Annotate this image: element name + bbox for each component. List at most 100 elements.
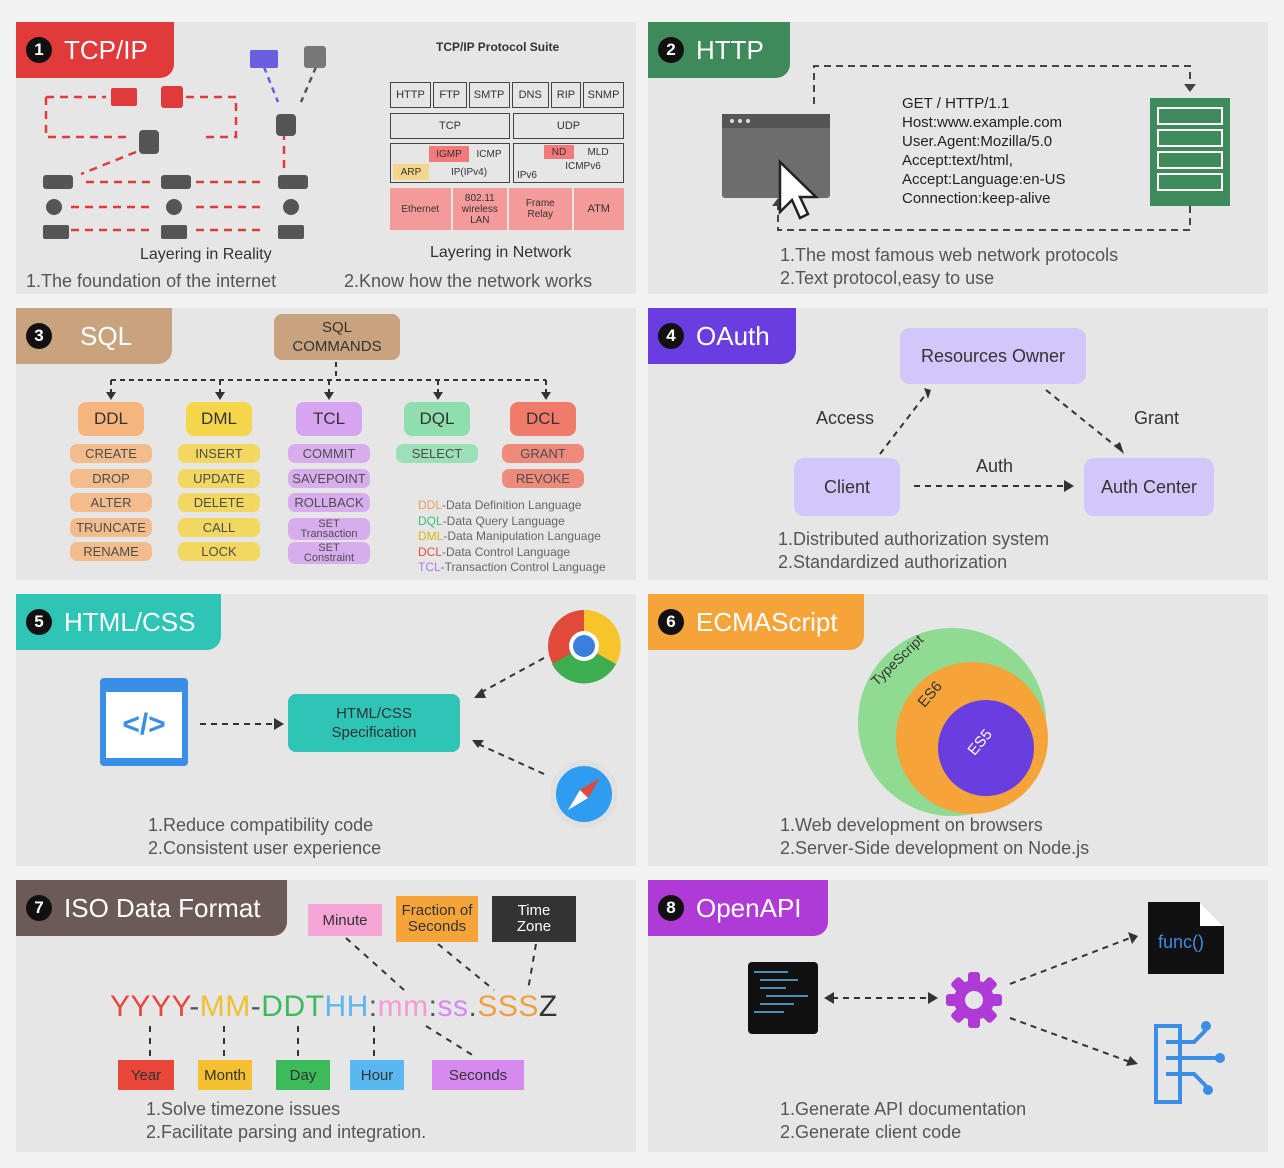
ecma-note-1: 1.Web development on browsers — [780, 815, 1043, 835]
sql-command: DELETE — [178, 493, 260, 512]
openapi-note-2: 2.Generate client code — [780, 1122, 962, 1142]
iso-title-tag: 7 ISO Data Format — [16, 880, 287, 936]
protocol-frame-relay: Frame Relay — [509, 188, 572, 230]
legend-dcl-text: -Data Control Language — [442, 544, 571, 559]
sql-group-dql: DQL — [404, 402, 470, 436]
tcpip-ipv4-group: IGMP ICMP ARP IP(IPv4) — [390, 143, 510, 183]
tcpip-reality-diagram — [43, 46, 326, 239]
protocol-ftp: FTP — [432, 82, 467, 108]
legend-dml-abbr: DML — [418, 529, 444, 544]
legend-dcl: DCL-Data Control Language — [418, 545, 606, 561]
protocol-icmpv6: ICMPv6 — [565, 160, 601, 172]
oauth-title-tag: 4 OAuth — [648, 308, 796, 364]
legend-dql-text: -Data Query Language — [442, 513, 565, 528]
panel-iso: 7 ISO Data Format Minute Fraction of Sec… — [16, 880, 636, 1152]
tcpip-suite-title: TCP/IP Protocol Suite — [436, 40, 560, 54]
tcpip-ipv6-group: ND MLD ICMPv6 IPv6 — [513, 143, 624, 183]
panel-tcpip: 1 TCP/IP — [16, 22, 636, 294]
sql-command: COMMIT — [288, 444, 370, 463]
iso-month-label: Month — [198, 1060, 252, 1090]
tcpip-number: 1 — [26, 37, 52, 63]
sql-command: INSERT — [178, 444, 260, 463]
sql-group-dcl: DCL — [510, 402, 576, 436]
panel-openapi: 8 OpenAPI — [648, 880, 1268, 1152]
sql-command: ROLLBACK — [288, 493, 370, 512]
iso-day-label: Day — [276, 1060, 330, 1090]
openapi-title: OpenAPI — [696, 892, 802, 923]
iso-format-segment: MM — [199, 990, 251, 1023]
legend-ddl-text: -Data Definition Language — [442, 498, 582, 512]
protocol-mld: MLD — [587, 146, 609, 158]
iso-format-segment: mm — [377, 990, 429, 1023]
htmlcss-number: 5 — [26, 609, 52, 635]
http-header-connection: Connection:keep-alive — [902, 190, 1051, 207]
sql-number: 3 — [26, 323, 52, 349]
iso-year-label: Year — [118, 1060, 174, 1090]
legend-tcl-text: -Transaction Control Language — [440, 560, 606, 575]
http-flow-diagram — [722, 65, 1230, 231]
sql-legend: DDL-Data Definition Language DQL-Data Qu… — [418, 498, 606, 576]
http-number: 2 — [658, 37, 684, 63]
protocol-rip: RIP — [550, 82, 582, 108]
protocol-icmp: ICMP — [476, 148, 502, 160]
protocol-atm: ATM — [573, 188, 624, 230]
legend-dql: DQL-Data Query Language — [418, 514, 606, 530]
sql-title: SQL — [80, 320, 133, 351]
http-header-accept-language: Accept:Language:en-US — [902, 171, 1066, 188]
legend-tcl: TCL-Transaction Control Language — [418, 560, 606, 576]
ecma-circles — [858, 628, 1048, 816]
tcpip-note-1: 1.The foundation of the internet — [26, 271, 277, 291]
legend-dml: DML-Data Manipulation Language — [418, 529, 606, 545]
http-header-user-agent: User.Agent:Mozilla/5.0 — [902, 133, 1053, 150]
http-title-tag: 2 HTTP — [648, 22, 790, 78]
code-editor-icon — [748, 962, 818, 1034]
oauth-grant-label: Grant — [1134, 408, 1180, 428]
legend-ddl-abbr: DDL — [418, 498, 443, 512]
iso-note-1: 1.Solve timezone issues — [146, 1099, 341, 1119]
panel-ecma: 6 ECMAScript TypeScript ES6 ES5 1.Web de… — [648, 594, 1268, 866]
sql-command: SAVEPOINT — [288, 468, 370, 488]
sql-title-tag: 3 SQL — [16, 308, 173, 364]
http-request-line: GET / HTTP/1.1 — [902, 95, 1010, 112]
sql-group-tcl: TCL — [296, 402, 362, 436]
sql-tree-lines — [106, 362, 551, 400]
legend-ddl: DDL-Data Definition Language — [418, 498, 606, 514]
http-title: HTTP — [696, 34, 764, 65]
protocol-ipv4: IP(IPv4) — [450, 166, 488, 178]
iso-format-segment: ss — [437, 990, 469, 1023]
tcpip-link-layer: Ethernet 802.11 wireless LAN Frame Relay… — [390, 188, 624, 230]
ecma-title: ECMAScript — [696, 606, 838, 637]
protocol-igmp: IGMP — [429, 146, 469, 162]
sql-command: SET Transaction — [288, 517, 370, 540]
htmlcss-arrows — [200, 609, 621, 828]
oauth-note-2: 2.Standardized authorization — [778, 552, 1008, 572]
gear-icon — [946, 972, 1002, 1028]
tcpip-title: TCP/IP — [64, 34, 148, 65]
protocol-nd: ND — [544, 145, 574, 159]
htmlcss-note-2: 2.Consistent user experience — [148, 838, 382, 858]
iso-format-segment: YYYY — [110, 990, 190, 1023]
legend-tcl-abbr: TCL — [418, 560, 441, 575]
oauth-note-1: 1.Distributed authorization system — [778, 529, 1050, 549]
sql-command: SET Constraint — [288, 542, 370, 564]
iso-seconds-label: Seconds — [432, 1060, 524, 1090]
iso-title: ISO Data Format — [64, 892, 261, 923]
oauth-number: 4 — [658, 323, 684, 349]
iso-format-string: YYYY-MM-DDTHH:mm:ss.SSSZ — [110, 990, 558, 1024]
iso-format-segment: T — [305, 990, 325, 1023]
sql-command: DROP — [70, 468, 152, 488]
htmlcss-title: HTML/CSS — [64, 606, 196, 637]
protocol-udp: UDP — [513, 113, 624, 139]
http-note-2: 2.Text protocol,easy to use — [780, 268, 995, 288]
openapi-note-1: 1.Generate API documentation — [780, 1099, 1027, 1119]
iso-note-2: 2.Facilitate parsing and integration. — [146, 1122, 427, 1142]
iso-timezone-label: Time Zone — [492, 896, 576, 942]
protocol-http: HTTP — [390, 82, 431, 108]
sql-command: TRUNCATE — [70, 517, 152, 537]
sql-commands-label: SQL COMMANDS — [274, 314, 400, 360]
legend-dql-abbr: DQL — [418, 513, 443, 528]
sql-group-dml: DML — [186, 402, 252, 436]
legend-dcl-abbr: DCL — [418, 544, 443, 559]
oauth-auth-center: Auth Center — [1084, 458, 1214, 516]
protocol-tcp: TCP — [390, 113, 510, 139]
